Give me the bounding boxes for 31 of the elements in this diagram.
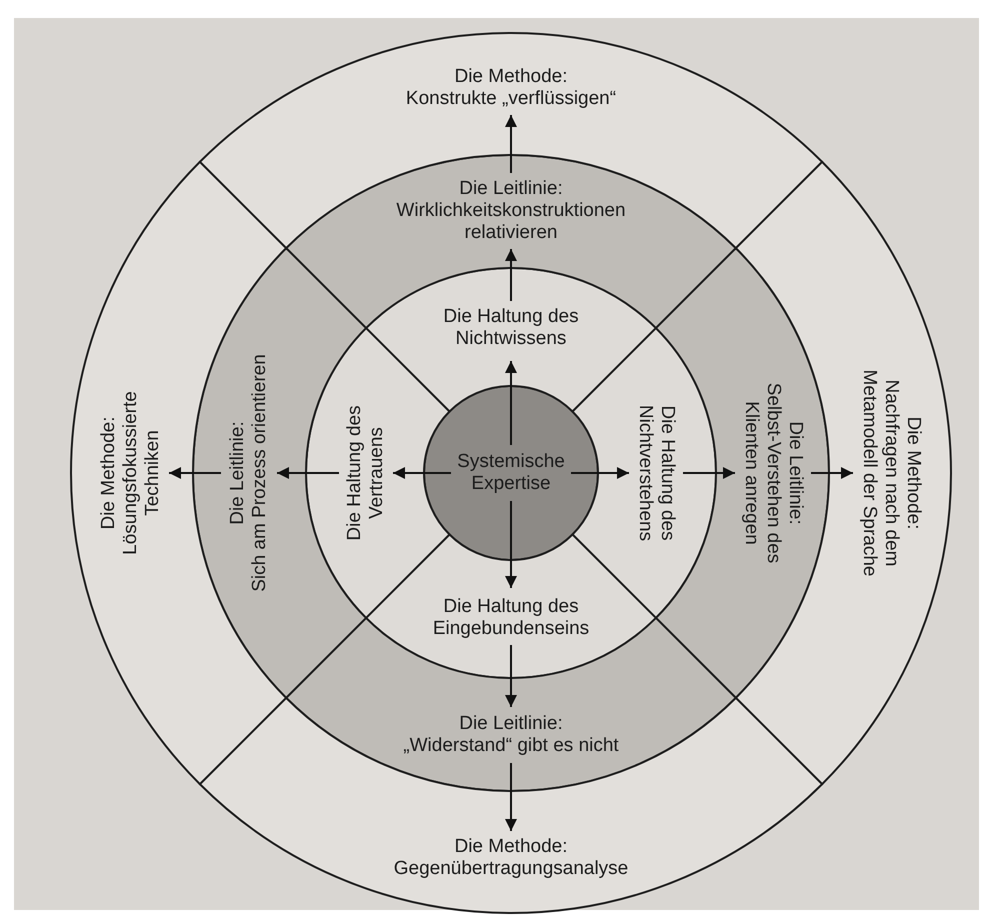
segment-label: Die Methode: Gegenübertragungsanalyse (394, 836, 628, 880)
segment-label: Die Haltung des Vertrauens (344, 405, 388, 541)
arrow (683, 467, 735, 479)
outer-ring-segment (197, 695, 825, 915)
arrow (169, 467, 221, 479)
segment-label: Die Leitlinie: Wirklichkeitskonstruktionen relativieren (396, 178, 626, 244)
segment-label: Die Methode: Lösungsfokussierte Techniken (98, 391, 164, 555)
outer-ring-segment (733, 159, 953, 787)
middle-ring-segment (191, 246, 369, 700)
arrow (811, 467, 853, 479)
segment-label: Die Methode: Konstrukte „verflüssigen“ (406, 66, 616, 110)
segment-label: Die Leitlinie: Sich am Prozess orientieren (227, 354, 271, 592)
arrow (505, 249, 517, 301)
arrow (505, 763, 517, 831)
arrow (505, 501, 517, 588)
outer-ring-segment (197, 31, 825, 251)
arrow (505, 361, 517, 445)
segment-label: Die Methode: Nachfragen nach dem Metamodell der Sprache (858, 370, 924, 576)
arrow (571, 467, 629, 479)
segment-label: Die Leitlinie: Selbst-Verstehen des Klienten anregen (740, 382, 806, 564)
center-circle (422, 384, 600, 562)
arrow (505, 645, 517, 707)
segment-label: Die Haltung des Nichtverstehens (634, 404, 678, 542)
segment-label: Systemische Expertise (457, 451, 565, 495)
arrow (393, 467, 451, 479)
outer-ring-segment (69, 159, 289, 787)
segment-label: Die Leitlinie: „Widerstand“ gibt es nicht (403, 713, 619, 757)
arrow (505, 115, 517, 173)
arrow (277, 467, 339, 479)
segment-label: Die Haltung des Nichtwissens (443, 306, 579, 350)
segment-label: Die Haltung des Eingebundenseins (432, 596, 590, 640)
